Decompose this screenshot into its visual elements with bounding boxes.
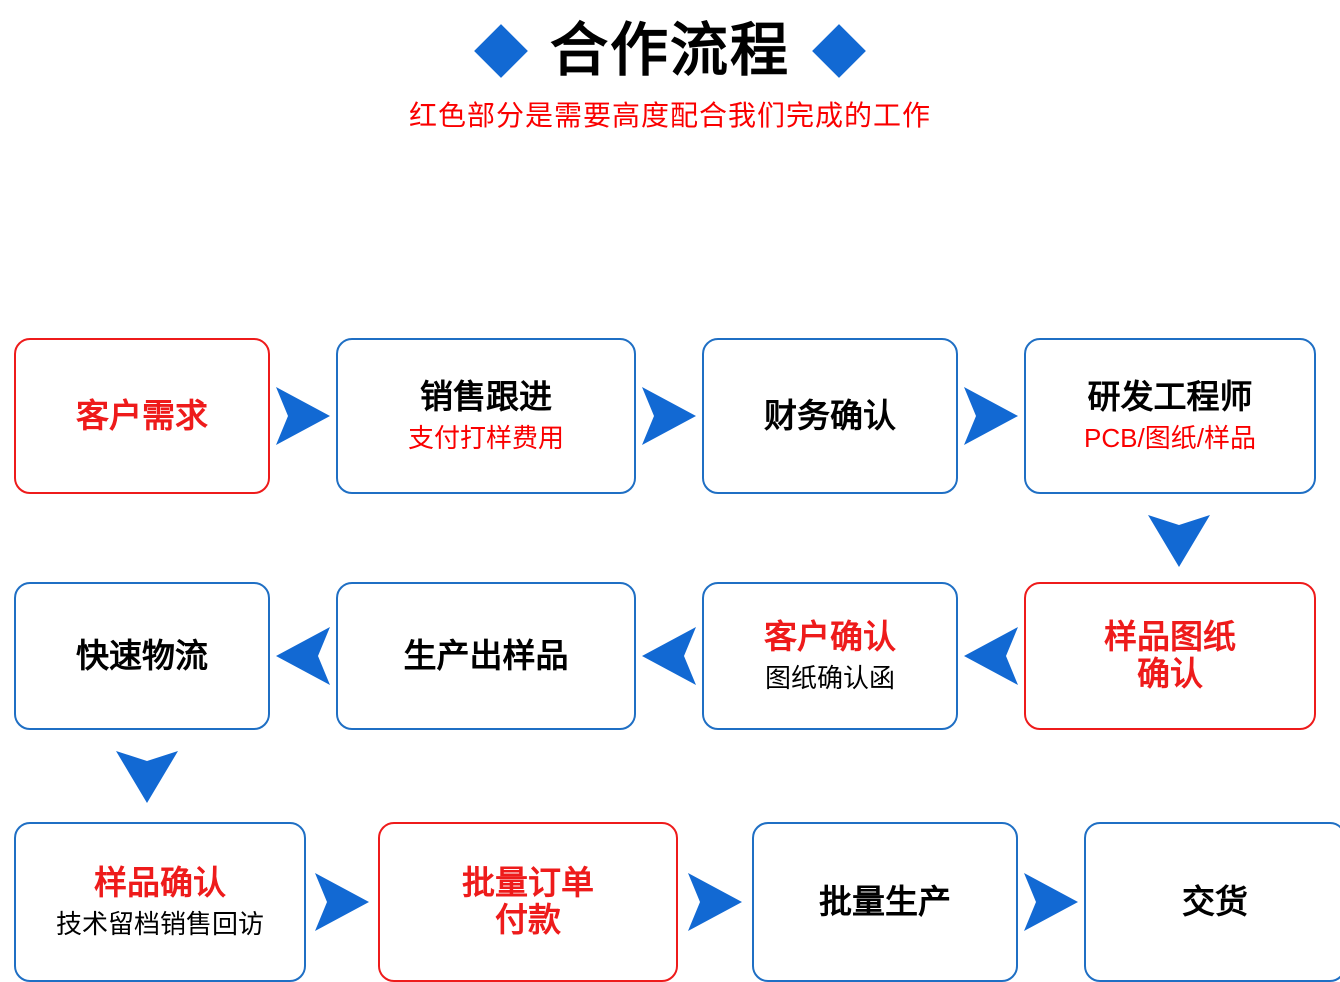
arrow-right-icon-6: [1018, 865, 1084, 939]
flow-row-3: 样品确认 技术留档销售回访 批量订单 付款 批量生产 交货: [0, 822, 1340, 982]
node-customer-confirm[interactable]: 客户确认 图纸确认函: [702, 582, 958, 730]
node-subtitle: 支付打样费用: [407, 422, 564, 453]
node-produce-sample[interactable]: 生产出样品: [336, 582, 636, 730]
node-title: 客户需求: [76, 396, 208, 434]
node-title: 销售跟进: [420, 377, 552, 415]
arrow-down-icon-right: [1144, 512, 1214, 570]
node-title: 批量生产: [819, 882, 951, 920]
node-title-line1: 样品图纸: [1104, 618, 1236, 656]
arrow-left-icon-2: [636, 619, 702, 693]
node-fast-logistics[interactable]: 快速物流: [14, 582, 270, 730]
node-sample-confirm[interactable]: 样品确认 技术留档销售回访: [14, 822, 306, 982]
title-row: 合作流程: [0, 12, 1340, 90]
node-customer-requirement[interactable]: 客户需求: [14, 338, 270, 494]
node-title: 客户确认: [764, 617, 896, 655]
node-subtitle: PCB/图纸/样品: [1084, 422, 1256, 453]
node-title-line2: 确认: [1137, 655, 1203, 692]
arrow-right-icon-4: [306, 865, 378, 939]
node-delivery[interactable]: 交货: [1084, 822, 1340, 982]
page-header: 合作流程 红色部分是需要高度配合我们完成的工作: [0, 0, 1340, 130]
diamond-icon-right: [812, 24, 866, 78]
node-title: 研发工程师: [1087, 377, 1253, 415]
node-title-line2: 付款: [495, 901, 561, 938]
node-sales-followup[interactable]: 销售跟进 支付打样费用: [336, 338, 636, 494]
node-sample-drawing-confirm[interactable]: 样品图纸 确认: [1024, 582, 1316, 730]
node-title: 快速物流: [76, 636, 208, 674]
arrow-right-icon-2: [636, 379, 702, 453]
node-bulk-production[interactable]: 批量生产: [752, 822, 1018, 982]
node-finance-confirm[interactable]: 财务确认: [702, 338, 958, 494]
flow-row-2: 快速物流 生产出样品 客户确认 图纸确认函 样品图纸 确认: [0, 582, 1340, 730]
arrow-left-icon-1: [270, 619, 336, 693]
arrow-right-icon-1: [270, 379, 336, 453]
page-subtitle: 红色部分是需要高度配合我们完成的工作: [408, 100, 931, 131]
node-subtitle: 技术留档销售回访: [55, 908, 264, 939]
node-title: 样品确认: [94, 863, 226, 901]
node-title: 交货: [1182, 882, 1248, 920]
node-rd-engineer[interactable]: 研发工程师 PCB/图纸/样品: [1024, 338, 1316, 494]
diamond-icon-left: [474, 24, 528, 78]
arrow-left-icon-3: [958, 619, 1024, 693]
flow-diagram: 客户需求 销售跟进 支付打样费用 财务确认 研发工程师 PCB/图纸/: [0, 130, 1340, 982]
flow-row-1: 客户需求 销售跟进 支付打样费用 财务确认 研发工程师 PCB/图纸/: [0, 338, 1340, 494]
page-title: 合作流程: [549, 18, 790, 83]
arrow-down-icon-left: [112, 748, 182, 806]
node-title: 财务确认: [764, 396, 896, 434]
node-bulk-order-payment[interactable]: 批量订单 付款: [378, 822, 678, 982]
node-subtitle: 图纸确认函: [764, 662, 895, 693]
arrow-right-icon-3: [958, 379, 1024, 453]
node-title: 生产出样品: [403, 636, 569, 674]
arrow-right-icon-5: [678, 865, 752, 939]
node-title-line1: 批量订单: [462, 864, 594, 902]
